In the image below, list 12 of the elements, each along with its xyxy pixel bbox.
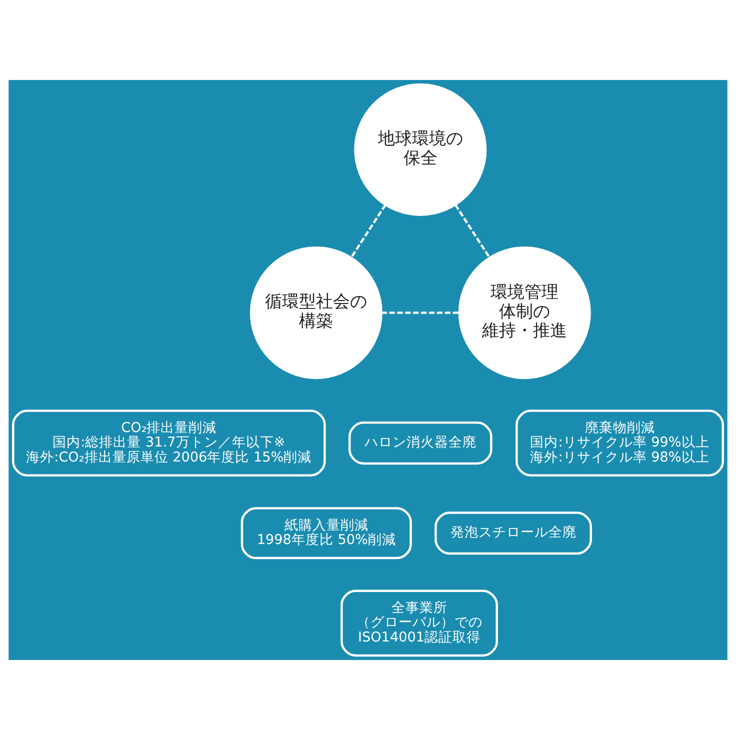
node-box: 紙購入量削減 1998年度比 50%削減 — [240, 507, 412, 560]
node-box: CO₂排出量削減 国内:総排出量 31.7万トン／年以下※ 海外:CO₂排出量原単位 2006年度比 15%削減 — [12, 410, 326, 476]
connector — [350, 204, 386, 258]
node-box: 全事業所（グローバル）でのISO14001認証取得 — [340, 590, 498, 657]
node-circle: 循環型社会の構築 — [250, 246, 382, 380]
node-box: 廃棄物削減 国内:リサイクル率 99%以上 海外:リサイクル率 98%以上 — [516, 410, 724, 476]
connector — [454, 204, 490, 258]
node-circle: 環境管理体制の維持・推進 — [458, 246, 591, 380]
node-circle: 地球環境の保全 — [354, 83, 487, 216]
node-box: 発泡スチロール全廃 — [434, 512, 592, 555]
node-box: ハロン消火器全廃 — [348, 422, 492, 465]
connector — [381, 312, 460, 314]
